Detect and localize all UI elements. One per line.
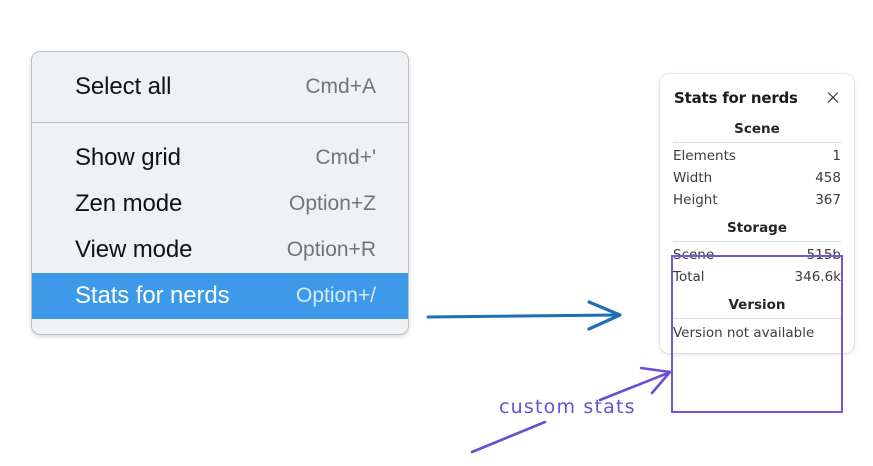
menu-item-show-grid[interactable]: Show grid Cmd+' [32,135,408,181]
purple-underline-stroke [470,420,547,454]
menu-group-1: Select all Cmd+A [32,52,408,122]
stat-row-height: Height 367 [673,189,841,211]
stat-row-total-storage: Total 346.6k [673,266,841,288]
menu-item-shortcut: Cmd+' [315,146,376,169]
panel-header: Stats for nerds [660,84,854,112]
section-scene: Scene Elements 1 Width 458 Height 367 [660,112,854,211]
menu-item-label: Zen mode [75,190,183,217]
stat-value: 367 [815,192,841,208]
context-menu[interactable]: Select all Cmd+A Show grid Cmd+' Zen mod… [31,51,409,335]
menu-item-zen-mode[interactable]: Zen mode Option+Z [32,181,408,227]
stat-row-width: Width 458 [673,167,841,189]
menu-item-select-all[interactable]: Select all Cmd+A [32,64,408,110]
menu-item-label: Show grid [75,144,181,171]
section-title-scene: Scene [734,121,780,137]
stat-value: 1 [832,148,841,164]
stat-key: Scene [673,247,715,263]
stat-row-scene-storage: Scene 515b [673,244,841,266]
stat-key: Height [673,192,718,208]
blue-arrow-icon [426,300,622,331]
version-text: Version not available [673,325,815,341]
section-title-version: Version [728,297,786,313]
menu-item-shortcut: Option+R [286,238,376,261]
section-storage: Storage Scene 515b Total 346.6k [660,211,854,288]
stats-for-nerds-panel[interactable]: Stats for nerds Scene Elements 1 Width 4… [660,74,854,353]
section-rule [673,241,841,242]
menu-item-label: View mode [75,236,193,263]
stat-key: Width [673,170,713,186]
section-rule [673,318,841,319]
menu-item-shortcut: Option+Z [289,192,376,215]
menu-group-2: Show grid Cmd+' Zen mode Option+Z View m… [32,123,408,334]
section-version: Version Version not available [660,288,854,341]
menu-item-stats-for-nerds[interactable]: Stats for nerds Option+/ [32,273,408,319]
menu-item-view-mode[interactable]: View mode Option+R [32,227,408,273]
stat-value: 346.6k [794,269,841,285]
menu-item-shortcut: Cmd+A [305,75,376,98]
purple-arrow-icon [598,366,672,402]
stat-row-elements: Elements 1 [673,145,841,167]
menu-item-label: Select all [75,73,172,100]
stat-key: Elements [673,148,736,164]
menu-separator [32,122,408,123]
custom-stats-annotation-label: custom stats [499,396,636,418]
stat-value: 515b [806,247,841,263]
stat-key: Total [673,269,705,285]
panel-title: Stats for nerds [674,89,798,107]
close-icon[interactable] [825,90,841,106]
menu-item-label: Stats for nerds [75,282,230,309]
section-title-storage: Storage [726,220,788,236]
stat-value: 458 [815,170,841,186]
menu-bottom-padding [32,319,408,334]
section-rule [673,142,841,143]
menu-item-shortcut: Option+/ [296,284,376,307]
